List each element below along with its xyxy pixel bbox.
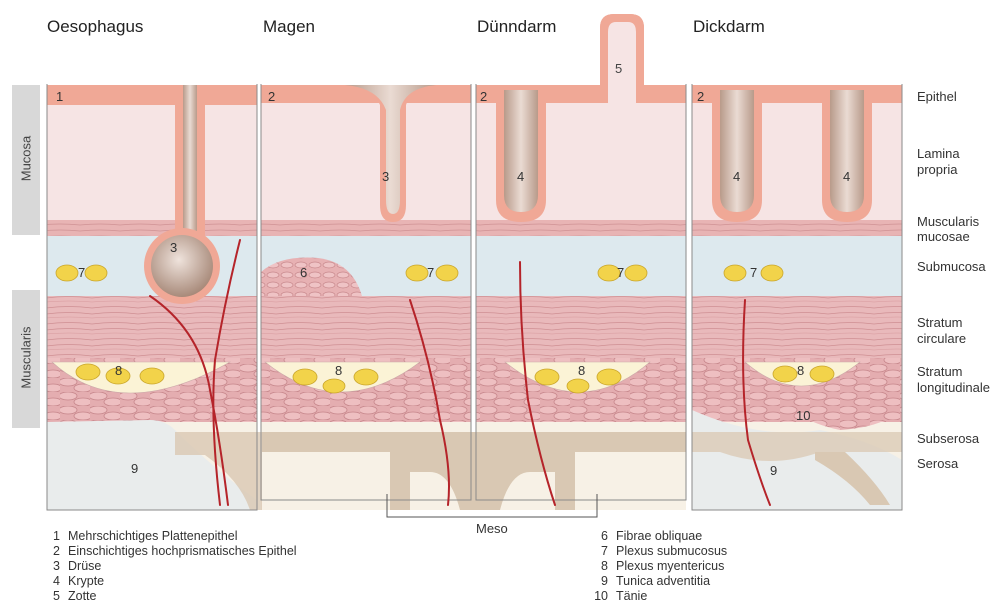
marker-2-duenndarm: 2 xyxy=(480,89,487,104)
marker-9-oesophagus: 9 xyxy=(131,461,138,476)
marker-9-dickdarm: 9 xyxy=(770,463,777,478)
label-muscularis-mucosae-line1: Muscularis xyxy=(917,214,979,229)
marker-5: 5 xyxy=(615,61,622,76)
label-serosa: Serosa xyxy=(917,456,958,471)
label-stratum-circulare-line2: circulare xyxy=(917,331,966,346)
legend-number: 8 xyxy=(592,559,608,574)
legend-number: 5 xyxy=(44,589,60,604)
legend-number: 10 xyxy=(592,589,608,604)
label-submucosa: Submucosa xyxy=(917,259,986,274)
legend-item: 1 Mehrschichtiges Plattenepithel xyxy=(44,529,297,544)
marker-2-magen: 2 xyxy=(268,89,275,104)
marker-8-magen: 8 xyxy=(335,363,342,378)
legend-number: 7 xyxy=(592,544,608,559)
legend-item: 8 Plexus myentericus xyxy=(592,559,727,574)
epithel-col1 xyxy=(47,85,257,105)
marker-8-dickdarm: 8 xyxy=(797,363,804,378)
marker-3-oesophagus: 3 xyxy=(170,240,177,255)
label-stratum-circulare-line1: Stratum xyxy=(917,315,963,330)
marker-1: 1 xyxy=(56,89,63,104)
legend-number: 6 xyxy=(592,529,608,544)
legend-text: Einschichtiges hochprismatisches Epithel xyxy=(68,544,297,559)
legend-text: Tänie xyxy=(616,589,647,604)
legend-text: Fibrae obliquae xyxy=(616,529,702,544)
label-stratum-longitudinale-line2: longitudinale xyxy=(917,380,990,395)
legend-number: 1 xyxy=(44,529,60,544)
marker-2-dickdarm: 2 xyxy=(697,89,704,104)
legend-item: 3 Drüse xyxy=(44,559,297,574)
marker-6: 6 xyxy=(300,265,307,280)
legend-item: 7 Plexus submucosus xyxy=(592,544,727,559)
legend-item: 6 Fibrae obliquae xyxy=(592,529,727,544)
marker-8-oesophagus: 8 xyxy=(115,363,122,378)
legend-item: 2 Einschichtiges hochprismatisches Epithe… xyxy=(44,544,297,559)
marker-4-dickdarm-right: 4 xyxy=(843,169,850,184)
label-subserosa: Subserosa xyxy=(917,431,979,446)
label-lamina-propria-line1: Lamina xyxy=(917,146,960,161)
legend-text: Tunica adventitia xyxy=(616,574,710,589)
marker-10: 10 xyxy=(796,408,810,423)
legend-number: 4 xyxy=(44,574,60,589)
legend-text: Zotte xyxy=(68,589,97,604)
legend-left: 1 Mehrschichtiges Plattenepithel 2 Einschi… xyxy=(44,529,297,604)
label-lamina-propria-line2: propria xyxy=(917,162,957,177)
meso-label: Meso xyxy=(476,521,508,536)
legend-text: Plexus submucosus xyxy=(616,544,727,559)
label-stratum-longitudinale-line1: Stratum xyxy=(917,364,963,379)
marker-3-magen: 3 xyxy=(382,169,389,184)
legend-item: 4 Krypte xyxy=(44,574,297,589)
legend-item: 10 Tänie xyxy=(592,589,727,604)
legend-number: 9 xyxy=(592,574,608,589)
legend-text: Drüse xyxy=(68,559,101,574)
marker-7-magen: 7 xyxy=(427,265,434,280)
marker-7-duenndarm: 7 xyxy=(617,265,624,280)
marker-7-dickdarm: 7 xyxy=(750,265,757,280)
marker-4-dickdarm-left: 4 xyxy=(733,169,740,184)
legend-text: Krypte xyxy=(68,574,104,589)
legend-right: 6 Fibrae obliquae 7 Plexus submucosus 8 Ple… xyxy=(592,529,727,604)
legend-text: Mehrschichtiges Plattenepithel xyxy=(68,529,238,544)
legend-text: Plexus myentericus xyxy=(616,559,724,574)
legend-item: 5 Zotte xyxy=(44,589,297,604)
marker-7-oesophagus: 7 xyxy=(78,265,85,280)
label-muscularis-mucosae-line2: mucosae xyxy=(917,229,970,244)
marker-8-duenndarm: 8 xyxy=(578,363,585,378)
legend-number: 2 xyxy=(44,544,60,559)
legend-item: 9 Tunica adventitia xyxy=(592,574,727,589)
label-epithel: Epithel xyxy=(917,89,957,104)
marker-4-duenndarm: 4 xyxy=(517,169,524,184)
legend-number: 3 xyxy=(44,559,60,574)
